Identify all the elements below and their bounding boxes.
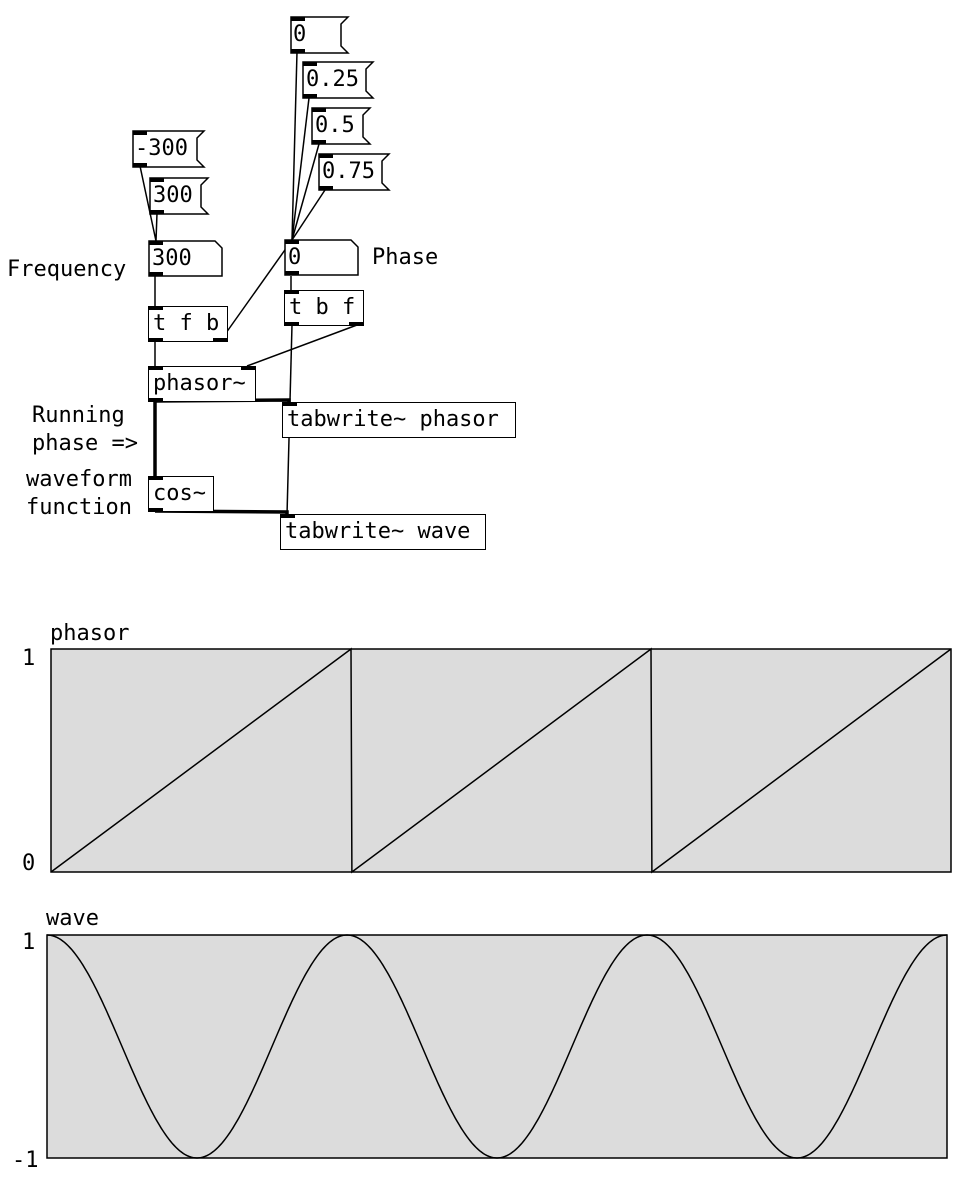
graph-phasor-series-line <box>50 647 952 874</box>
inlet[interactable] <box>149 306 163 310</box>
number-frequency[interactable]: 300 <box>152 246 192 271</box>
outlet-left[interactable] <box>285 322 299 326</box>
msg-phase-075[interactable]: 0.75 <box>322 159 375 184</box>
graph-phasor-ymax: 1 <box>22 646 35 671</box>
graph-wave-ymax: 1 <box>22 930 35 955</box>
object-tabwrite-wave[interactable]: tabwrite~ wave <box>280 514 486 550</box>
outlet-right[interactable] <box>349 322 363 326</box>
label-waveform-function: waveform function <box>26 467 132 520</box>
cord-tfb-bang-to-phase <box>220 239 293 341</box>
graph-wave-frame <box>46 934 948 1159</box>
msg-pos300[interactable]: 300 <box>153 183 193 208</box>
object-phasor-label: phasor~ <box>153 371 246 396</box>
object-trigger-phase-label: t b f <box>289 295 356 320</box>
graph-phasor-ymin: 0 <box>22 851 35 876</box>
label-running-phase: Running phase => <box>32 403 138 456</box>
cord-pos300-to-freq <box>155 212 158 242</box>
cord-p0-to-phase <box>291 51 298 241</box>
object-phasor[interactable]: phasor~ <box>148 366 256 402</box>
cord-neg300-to-freq <box>139 165 157 242</box>
inlet[interactable] <box>149 476 163 480</box>
object-cos[interactable]: cos~ <box>148 476 214 512</box>
graph-phasor-title: phasor <box>50 621 129 646</box>
outlet[interactable] <box>149 398 163 402</box>
object-trigger-phase[interactable]: t b f <box>284 290 364 326</box>
graph-wave[interactable]: wave 1 -1 <box>12 906 948 1173</box>
object-trigger-freq[interactable]: t f b <box>148 306 228 342</box>
msg-phase-0[interactable]: 0 <box>293 22 307 47</box>
msg-phase-025[interactable]: 0.25 <box>306 67 359 92</box>
graph-phasor[interactable]: phasor 1 0 <box>22 621 952 876</box>
object-tabwrite-phasor-label: tabwrite~ phasor <box>287 407 499 432</box>
outlet-left[interactable] <box>149 338 163 342</box>
inlet-left[interactable] <box>149 366 163 370</box>
object-trigger-freq-label: t f b <box>153 311 220 336</box>
graph-wave-series-line <box>46 934 948 1159</box>
graph-wave-ymin: -1 <box>12 1148 39 1173</box>
patch-cords <box>139 51 358 516</box>
object-tabwrite-wave-label: tabwrite~ wave <box>285 519 471 544</box>
label-frequency: Frequency <box>7 257 127 282</box>
cord-p05-to-phase <box>291 143 320 241</box>
outlet-right[interactable] <box>213 338 227 342</box>
object-tabwrite-phasor[interactable]: tabwrite~ phasor <box>282 402 516 438</box>
cord-p075-to-phase <box>291 189 326 241</box>
number-phase[interactable]: 0 <box>288 245 302 270</box>
graph-wave-title: wave <box>46 906 99 931</box>
inlet-right[interactable] <box>241 366 255 370</box>
inlet[interactable] <box>283 402 297 406</box>
inlet[interactable] <box>281 514 295 518</box>
inlet[interactable] <box>285 290 299 294</box>
cord-p025-to-phase <box>291 97 310 241</box>
msg-neg300[interactable]: -300 <box>135 136 188 161</box>
label-phase: Phase <box>372 245 439 270</box>
object-cos-label: cos~ <box>153 481 206 506</box>
outlet[interactable] <box>149 508 163 512</box>
msg-phase-05[interactable]: 0.5 <box>315 113 355 138</box>
cord-tbf-to-phasor-phase <box>246 324 358 367</box>
